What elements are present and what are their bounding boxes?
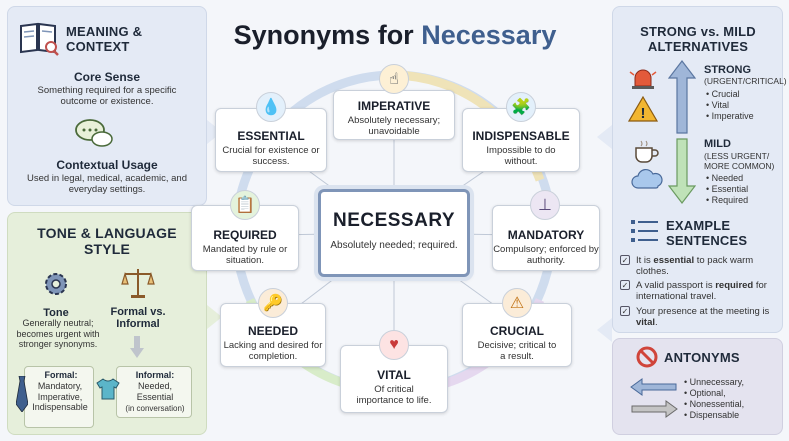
example-sentence-3: ✓ Your presence at the meeting is vital. xyxy=(620,306,770,328)
antonym-item: • Dispensable xyxy=(684,410,740,420)
speech-bubbles-icon xyxy=(75,119,113,147)
informal-text: Needed, Essential xyxy=(136,381,174,402)
strong-item: • Imperative xyxy=(706,111,754,121)
tone-title: Tone xyxy=(43,307,69,319)
water-drop-icon: 💧 xyxy=(256,92,286,122)
t-shirt-icon xyxy=(96,378,120,400)
center-text: Absolutely needed; required. xyxy=(330,240,458,251)
card-title: VITAL xyxy=(377,368,411,382)
open-book-icon xyxy=(20,22,59,56)
examples-pointer xyxy=(597,318,612,342)
clipboard-check-icon: 📋 xyxy=(230,190,260,220)
formal-box xyxy=(24,366,94,428)
tone-pointer xyxy=(207,305,222,329)
strong-item: • Crucial xyxy=(706,89,740,99)
stamp-icon: ⊥ xyxy=(530,190,560,220)
title-accent: Necessary xyxy=(421,20,557,50)
examples-heading: EXAMPLE SENTENCES xyxy=(666,218,748,248)
strength-heading: STRONG vs. MILD ALTERNATIVES xyxy=(640,24,756,54)
card-text: Compulsory; enforced by authority. xyxy=(493,244,599,266)
card-text: Impossible to do without. xyxy=(486,145,556,167)
usage-text: Used in legal, medical, academic, and ev… xyxy=(26,173,187,195)
tone-heading: TONE & LANGUAGE STYLE xyxy=(37,225,177,257)
alarm-siren-icon xyxy=(629,69,657,89)
antonym-item: • Nonessential, xyxy=(684,399,745,409)
warning-sign-icon: ! xyxy=(628,96,658,122)
strong-note: (URGENT/CRITICAL) xyxy=(704,76,787,86)
usage-title: Contextual Usage xyxy=(56,158,158,172)
card-text: Decisive; critical to a result. xyxy=(477,340,557,362)
meaning-heading: MEANING & CONTEXT xyxy=(66,24,143,54)
core-sense-text: Something required for a specific outcom… xyxy=(37,85,177,107)
card-text: Lacking and desired for completion. xyxy=(223,340,323,362)
strong-title: STRONG xyxy=(704,64,752,76)
card-needed: NEEDED Lacking and desired for completio… xyxy=(220,303,326,367)
example-sentence-1: ✓ It is essential to pack warm clothes. xyxy=(620,255,754,277)
mild-down-arrow-icon xyxy=(668,138,696,204)
card-title: CRUCIAL xyxy=(490,324,544,338)
page-title: Synonyms for Necessary xyxy=(200,20,590,51)
center-title: NECESSARY xyxy=(332,210,456,231)
puzzle-piece-icon: 🧩 xyxy=(506,92,536,122)
down-arrow-icon xyxy=(130,336,144,358)
card-text: Mandated by rule or situation. xyxy=(202,244,288,266)
mild-note: (LESS URGENT/ MORE COMMON) xyxy=(704,151,775,171)
formal-label: Formal: xyxy=(44,370,78,380)
meaning-pointer xyxy=(207,120,222,144)
gear-icon xyxy=(45,273,67,295)
pointing-hand-icon: ☝ xyxy=(379,64,409,94)
checkbox-icon: ✓ xyxy=(620,280,630,290)
formal-vs-title: Formal vs. Informal xyxy=(110,306,166,330)
svg-text:!: ! xyxy=(641,105,646,122)
card-imperative: IMPERATIVE Absolutely necessary; unavoid… xyxy=(333,90,455,140)
card-text: Crucial for existence or success. xyxy=(222,145,320,167)
strong-list: • Crucial • Vital • Imperative xyxy=(706,89,754,122)
center-card-necessary: NECESSARY Absolutely needed; required. xyxy=(318,189,470,277)
mild-item: • Required xyxy=(706,195,749,205)
card-text: Of critical importance to life. xyxy=(356,384,432,406)
warning-triangle-icon: ⚠ xyxy=(502,288,532,318)
cloud-icon xyxy=(631,168,663,189)
list-lines-icon xyxy=(631,220,658,242)
strong-item: • Vital xyxy=(706,100,729,110)
informal-label: Informal: xyxy=(135,370,175,380)
mild-item: • Needed xyxy=(706,173,744,183)
strength-pointer xyxy=(597,125,612,149)
balance-scale-icon xyxy=(121,269,155,298)
antonym-item: • Unnecessary, xyxy=(684,377,745,387)
card-title: IMPERATIVE xyxy=(357,99,431,113)
example-sentence-2: ✓ A valid passport is required for inter… xyxy=(620,280,767,302)
mild-list: • Needed • Essential • Required xyxy=(706,173,748,206)
antonyms-heading: ANTONYMS xyxy=(664,350,740,365)
informal-note: (in conversation) xyxy=(125,404,185,413)
formal-text: Mandatory, Imperative, Indispensable xyxy=(32,381,88,412)
checkbox-icon: ✓ xyxy=(620,306,630,316)
mild-item: • Essential xyxy=(706,184,749,194)
hand-key-icon: 🔑 xyxy=(258,288,288,318)
card-title: MANDATORY xyxy=(507,228,585,242)
card-title: REQUIRED xyxy=(213,228,277,242)
card-title: INDISPENSABLE xyxy=(472,129,570,143)
card-text: Absolutely necessary; unavoidable xyxy=(347,115,441,137)
mild-title: MILD xyxy=(704,138,731,150)
checkbox-icon: ✓ xyxy=(620,255,630,265)
prohibited-icon xyxy=(636,346,658,368)
antonyms-list: • Unnecessary, • Optional, • Nonessentia… xyxy=(684,377,744,421)
heartbeat-icon: ♥ xyxy=(379,330,409,360)
card-title: ESSENTIAL xyxy=(237,129,305,143)
card-essential: ESSENTIAL Crucial for existence or succe… xyxy=(215,108,327,172)
tone-text: Generally neutral; becomes urgent with s… xyxy=(16,318,100,349)
core-sense-title: Core Sense xyxy=(73,70,141,84)
card-title: NEEDED xyxy=(247,324,298,338)
title-prefix: Synonyms for xyxy=(233,20,414,50)
opposite-arrows-icon xyxy=(630,378,678,418)
informal-box xyxy=(116,366,192,418)
strong-up-arrow-icon xyxy=(668,60,696,134)
strength-panel xyxy=(612,6,783,333)
necktie-icon xyxy=(16,376,28,412)
antonym-item: • Optional, xyxy=(684,388,726,398)
coffee-cup-icon xyxy=(635,140,659,163)
